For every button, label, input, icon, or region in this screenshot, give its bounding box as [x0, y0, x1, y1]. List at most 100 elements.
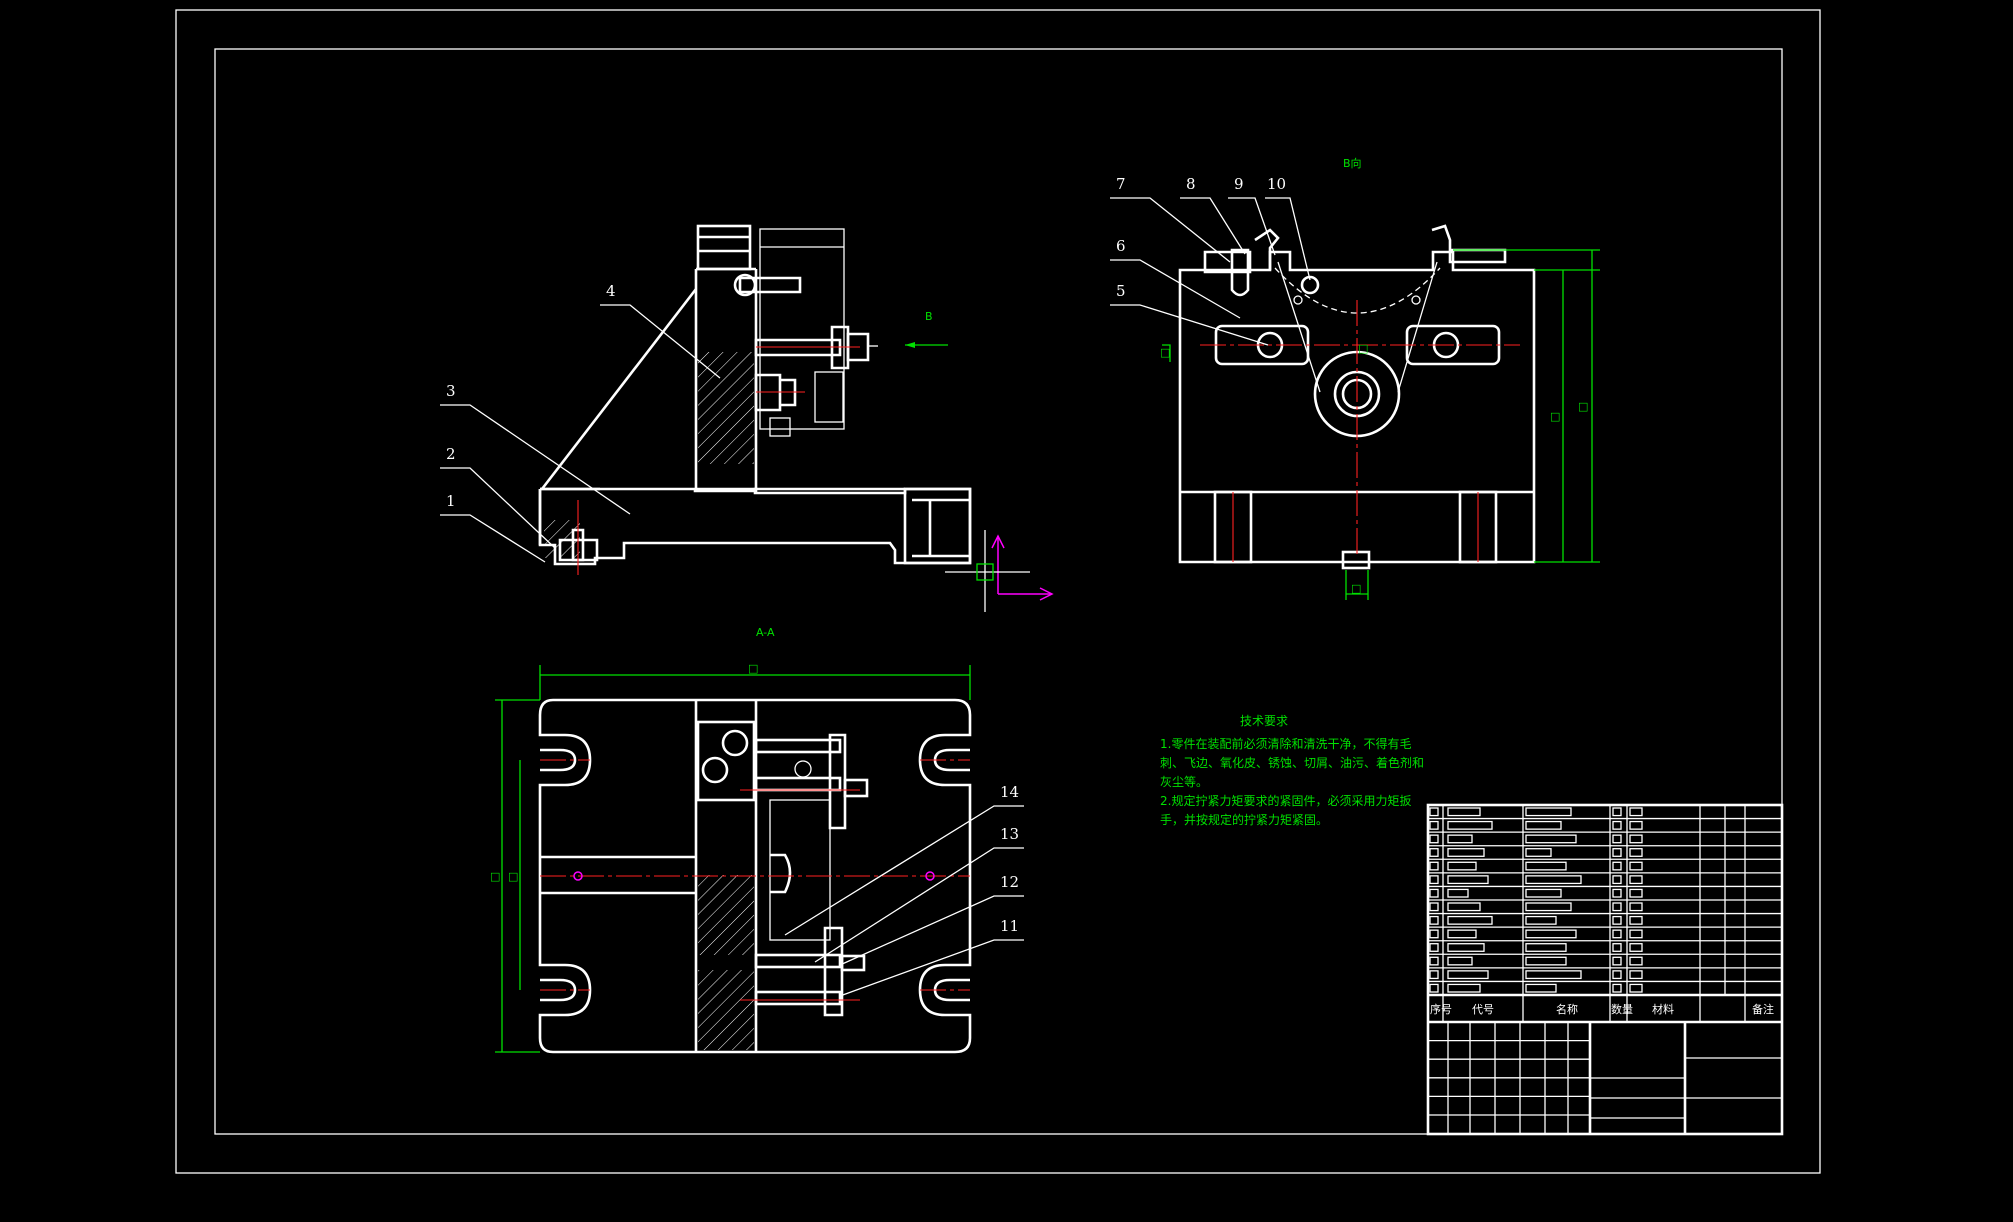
bom-cell-placeholder — [1612, 915, 1622, 925]
bom-cell-placeholder — [1447, 861, 1477, 871]
bom-cell-placeholder — [1525, 820, 1562, 830]
tech-req-line-5: 手，并按规定的拧紧力矩紧固。 — [1160, 812, 1328, 827]
section-a-a[interactable]: A-A — [490, 626, 1024, 1054]
part-number-9: 9 — [1234, 175, 1244, 193]
bom-cell-placeholder — [1525, 888, 1562, 898]
bom-cell-placeholder — [1629, 943, 1643, 952]
title-block[interactable]: 序号 代号 名称 数量 材料 备注 — [1426, 803, 1784, 1136]
bom-cell-placeholder — [1629, 929, 1643, 939]
bom-cell-placeholder — [1612, 807, 1622, 817]
bom-cell-placeholder — [1447, 807, 1481, 817]
part-number-10: 10 — [1267, 175, 1286, 193]
bom-cell-placeholder — [1429, 834, 1439, 844]
tech-req-line-2: 刺、飞边、氧化皮、锈蚀、切屑、油污、着色剂和 — [1160, 755, 1424, 770]
bom-cell-placeholder — [1429, 915, 1439, 925]
part-number-2: 2 — [446, 445, 456, 463]
bom-cell-placeholder — [1447, 970, 1489, 980]
bom-cell-placeholder — [1525, 983, 1557, 993]
bom-cell-placeholder — [1629, 820, 1643, 830]
bom-cell-placeholder — [1525, 875, 1582, 885]
inner-frame — [214, 48, 1783, 1135]
bom-cell-placeholder — [1525, 834, 1577, 844]
tech-req-line-4: 2.规定拧紧力矩要求的紧固件，必须采用力矩扳 — [1160, 793, 1411, 808]
bom-header-qty: 数量 — [1611, 1003, 1633, 1016]
dim-height-inner: □ — [1550, 410, 1560, 423]
bom-cell-placeholder — [1612, 888, 1622, 898]
part-number-6: 6 — [1116, 237, 1126, 255]
b-view[interactable]: B向 — [1110, 156, 1600, 600]
bom-cell-placeholder — [1525, 902, 1572, 912]
dim-height-b: □ — [508, 870, 518, 883]
bom-cell-placeholder — [1447, 943, 1485, 952]
bom-cell-placeholder — [1629, 888, 1643, 898]
part-number-12: 12 — [1000, 873, 1019, 891]
bom-cell-placeholder — [1429, 861, 1439, 871]
bom-cell-placeholder — [1429, 983, 1439, 993]
bom-cell-placeholder — [1525, 848, 1552, 857]
bom-header-remark: 备注 — [1752, 1002, 1774, 1016]
bom-cell-placeholder — [1612, 970, 1622, 980]
part-number-3: 3 — [446, 382, 456, 400]
bom-cell-placeholder — [1447, 956, 1473, 966]
bom-cell-placeholder — [1629, 861, 1643, 871]
bom-cell-placeholder — [1429, 929, 1439, 939]
part-number-4: 4 — [606, 282, 616, 300]
bom-cell-placeholder — [1629, 834, 1643, 844]
bom-cell-placeholder — [1629, 970, 1643, 980]
bom-cell-placeholder — [1447, 915, 1493, 925]
bom-cell-placeholder — [1612, 820, 1622, 830]
part-number-7: 7 — [1116, 175, 1126, 193]
bom-cell-placeholder — [1525, 956, 1567, 966]
dim-side: □ — [1160, 346, 1170, 359]
bom-cell-placeholder — [1429, 848, 1439, 857]
bom-cell-placeholder — [1429, 888, 1439, 898]
bom-cell-placeholder — [1525, 970, 1582, 980]
bom-cell-placeholder — [1525, 929, 1577, 939]
bom-cell-placeholder — [1525, 807, 1572, 817]
view-b-label: B向 — [1343, 156, 1362, 170]
bom-cell-placeholder — [1629, 983, 1643, 993]
bom-cell-placeholder — [1612, 875, 1622, 885]
dim-key: □ — [1351, 582, 1361, 595]
bom-cell-placeholder — [1429, 943, 1439, 952]
view-arrow-label: B — [925, 310, 933, 323]
part-number-13: 13 — [1000, 825, 1019, 843]
tech-req-line-3: 灰尘等。 — [1160, 775, 1208, 789]
bom-cell-placeholder — [1447, 834, 1473, 844]
dim-width: □ — [748, 662, 758, 675]
bom-cell-placeholder — [1612, 929, 1622, 939]
section-label: A-A — [756, 626, 775, 639]
dim-center: □ — [1358, 342, 1368, 355]
bom-cell-placeholder — [1629, 915, 1643, 925]
tech-req-line-1: 1.零件在装配前必须清除和清洗干净，不得有毛 — [1160, 736, 1411, 751]
bom-cell-placeholder — [1447, 848, 1485, 857]
bom-cell-placeholder — [1447, 820, 1493, 830]
bom-cell-placeholder — [1447, 902, 1481, 912]
bom-cell-placeholder — [1612, 983, 1622, 993]
part-number-14: 14 — [1000, 783, 1019, 801]
part-number-1: 1 — [446, 492, 456, 510]
bom-cell-placeholder — [1612, 943, 1622, 952]
bom-cell-placeholder — [1612, 902, 1622, 912]
ucs-icon — [945, 530, 1054, 612]
title-block-grid — [1428, 1022, 1590, 1134]
bom-header-material: 材料 — [1652, 1002, 1674, 1016]
bom-cell-placeholder — [1429, 902, 1439, 912]
bom-cell-placeholder — [1629, 807, 1643, 817]
bom-cell-placeholder — [1612, 861, 1622, 871]
bom-header-index: 序号 — [1430, 1002, 1452, 1016]
bom-cell-placeholder — [1629, 848, 1643, 857]
part-number-5: 5 — [1116, 282, 1126, 300]
outer-frame — [175, 9, 1821, 1174]
bom-cell-placeholder — [1612, 956, 1622, 966]
bom-rows — [1428, 807, 1782, 993]
bom-cell-placeholder — [1429, 956, 1439, 966]
side-view[interactable]: B 1 2 3 4 — [440, 224, 972, 575]
bom-cell-placeholder — [1429, 820, 1439, 830]
bom-cell-placeholder — [1525, 861, 1567, 871]
bom-cell-placeholder — [1447, 929, 1477, 939]
bom-cell-placeholder — [1629, 956, 1643, 966]
bom-header-code: 代号 — [1472, 1003, 1494, 1016]
tech-req-title: 技术要求 — [1240, 714, 1288, 728]
